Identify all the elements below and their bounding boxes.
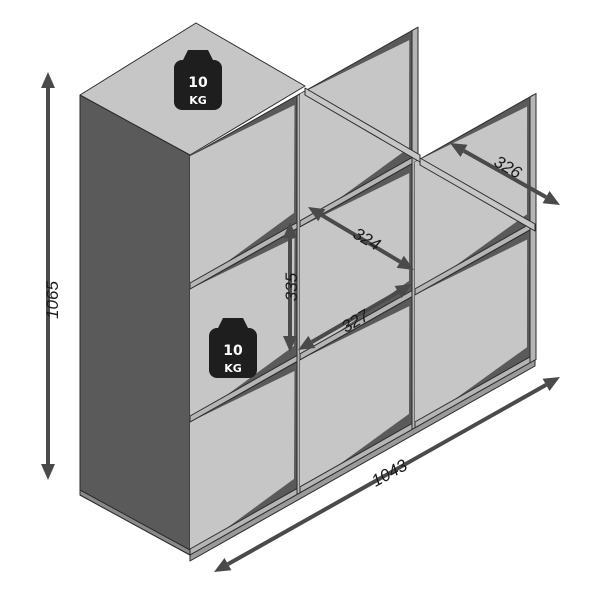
arrow-head bbox=[394, 284, 412, 299]
arrow-head bbox=[214, 558, 232, 572]
weight-icon-shelf: 10 KG bbox=[209, 318, 257, 378]
cube-shelf bbox=[79, 22, 537, 562]
inner-height-label: 335 bbox=[282, 272, 301, 301]
arrow-head bbox=[283, 336, 297, 352]
depth-arrow bbox=[450, 143, 560, 205]
arrow-head bbox=[450, 143, 468, 157]
height-label: 1065 bbox=[43, 281, 62, 319]
arrow-head bbox=[41, 464, 55, 480]
step-top bbox=[419, 157, 536, 232]
arrow-line bbox=[226, 383, 548, 566]
arrow-head bbox=[308, 207, 326, 222]
arrow-head bbox=[283, 222, 297, 238]
cube-interior-panel bbox=[300, 40, 410, 227]
cube-interior-panel bbox=[190, 370, 295, 555]
arrow-head bbox=[542, 377, 560, 391]
arrow-line bbox=[462, 149, 548, 199]
height-arrow bbox=[41, 72, 55, 480]
arrow-head bbox=[298, 335, 316, 350]
base-edge bbox=[189, 359, 536, 562]
cube-interior-panel bbox=[415, 239, 528, 428]
arrow-line bbox=[320, 213, 402, 264]
arrow-head bbox=[41, 72, 55, 88]
weight-unit: KG bbox=[189, 94, 207, 107]
arrow-line bbox=[310, 290, 400, 344]
inner-height-arrow bbox=[283, 222, 297, 352]
weight-value: 10 bbox=[188, 75, 208, 91]
width-label: 1043 bbox=[368, 455, 411, 490]
cube-interior-panel bbox=[190, 104, 295, 290]
width-arrow bbox=[214, 377, 560, 572]
cube-interior-panel bbox=[300, 306, 410, 493]
weight-unit: KG bbox=[224, 362, 242, 375]
inner-width-arrow bbox=[298, 284, 412, 350]
arrow-head bbox=[396, 255, 414, 270]
inner-depth-arrow bbox=[308, 207, 414, 270]
weight-icon-top: 10 KG bbox=[174, 50, 222, 110]
cube-interior-panel bbox=[415, 106, 528, 295]
arrow-head bbox=[542, 191, 560, 205]
weight-value: 10 bbox=[223, 343, 243, 359]
left-side-panel bbox=[79, 94, 191, 556]
dimension-arrows bbox=[41, 72, 560, 572]
